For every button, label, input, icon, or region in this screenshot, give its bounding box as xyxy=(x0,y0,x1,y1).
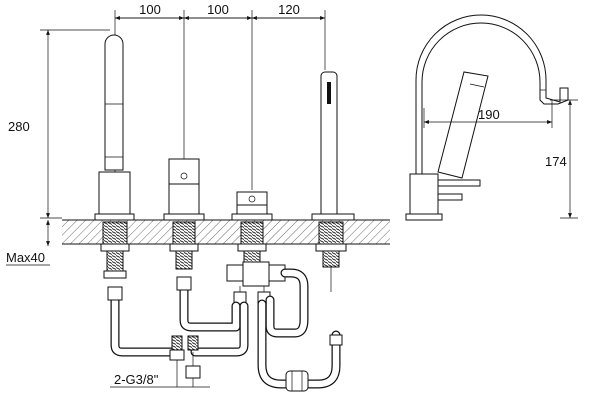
diverter-block xyxy=(226,261,286,305)
connection-label: 2-G3/8" xyxy=(114,372,159,387)
dimension-deck-max: Max40 xyxy=(6,220,50,266)
dimension-height-front: 280 xyxy=(8,29,110,219)
valve-cold xyxy=(231,191,273,266)
dimension-side-height: 174 xyxy=(545,99,578,219)
hose-spout-supply xyxy=(107,286,183,357)
valve-hot xyxy=(163,158,205,270)
side-view xyxy=(405,14,569,221)
dimension-reach: 190 xyxy=(423,100,553,128)
hose-diverter-loop xyxy=(265,268,309,338)
dimension-100-left: 100 xyxy=(139,2,161,17)
supply-connectors xyxy=(169,335,201,379)
dimension-190: 190 xyxy=(478,107,500,122)
hose-hot-outlet xyxy=(176,276,241,332)
hand-shower xyxy=(311,71,355,292)
spout xyxy=(94,34,135,279)
dimension-120: 120 xyxy=(278,2,300,17)
dimension-100-right: 100 xyxy=(207,2,229,17)
connection-callout: 2-G3/8" xyxy=(110,360,210,388)
dimension-chain-top: 100 100 120 xyxy=(114,2,326,216)
dimension-280: 280 xyxy=(8,119,30,134)
dimension-174: 174 xyxy=(545,154,567,169)
hose-cold-outlet xyxy=(190,301,249,357)
dimension-max40: Max40 xyxy=(6,250,45,265)
hose-shower xyxy=(257,299,343,392)
